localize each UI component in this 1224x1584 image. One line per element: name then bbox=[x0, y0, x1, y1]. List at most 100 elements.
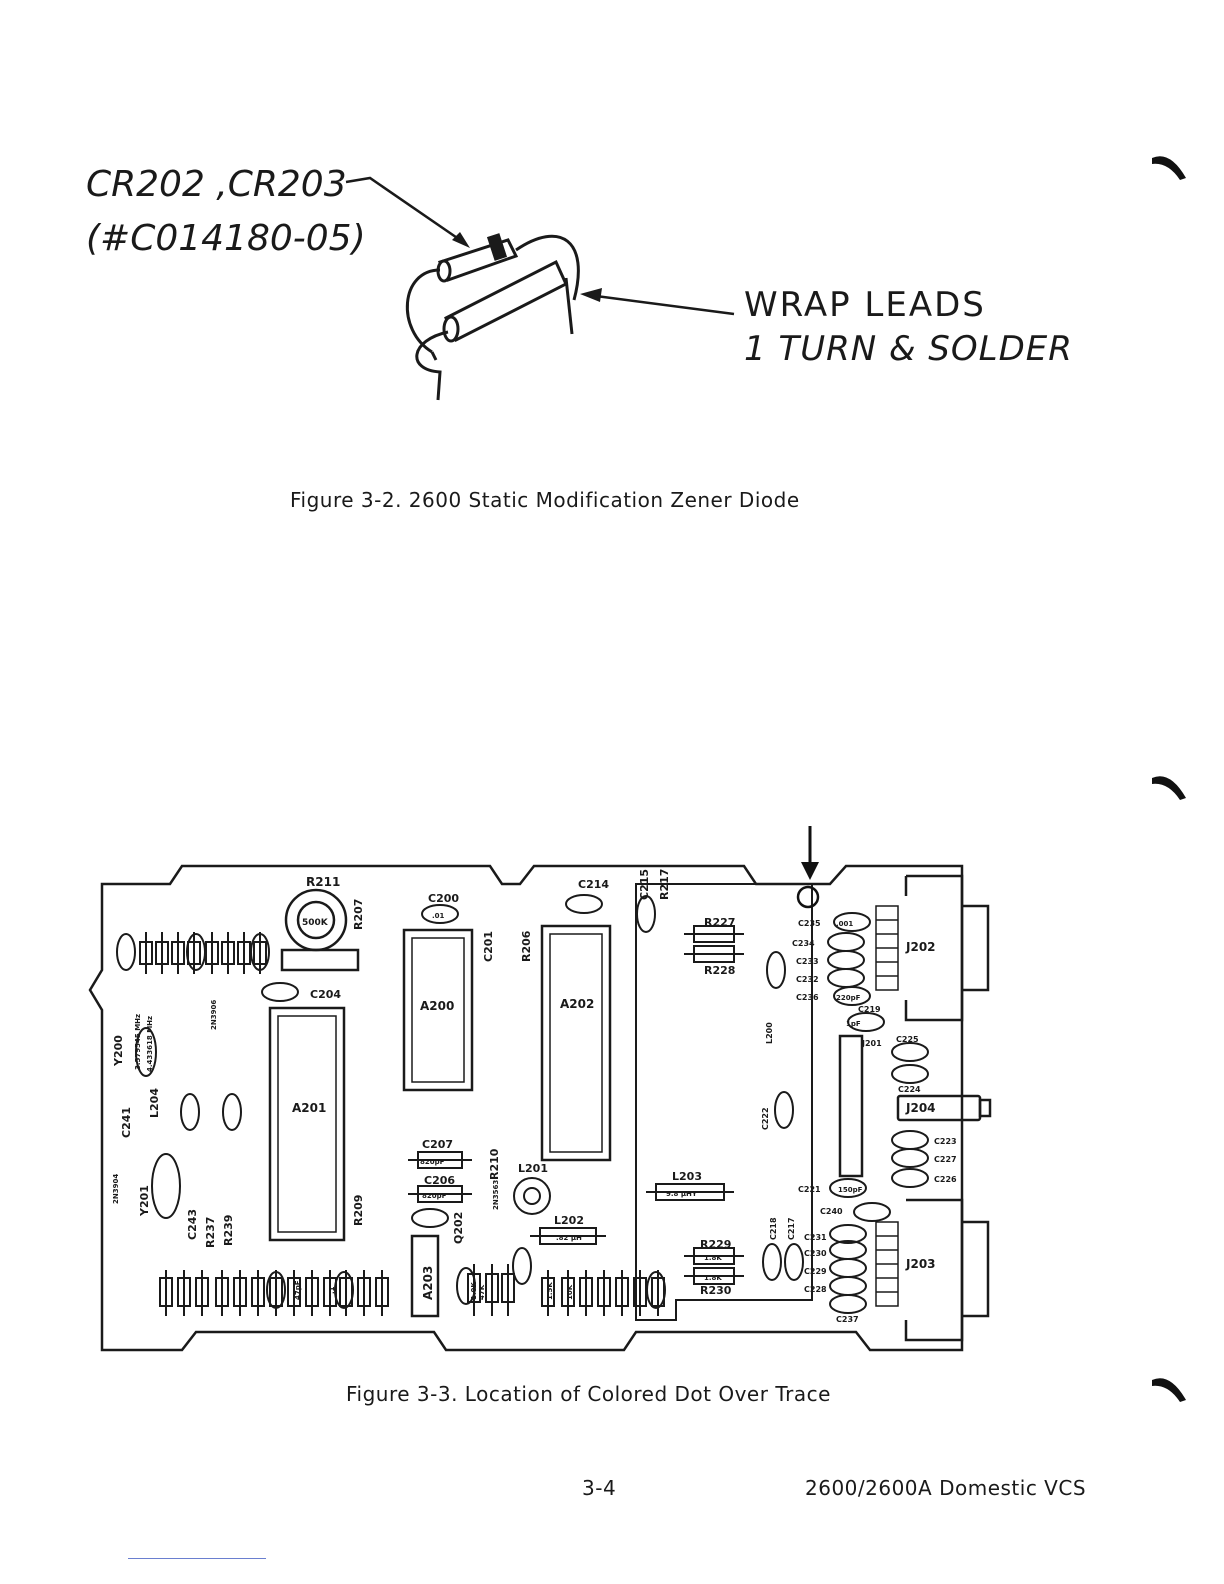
capacitor-oval bbox=[565, 894, 603, 914]
leader-arrow-diode bbox=[345, 176, 467, 246]
component-value: 820pF bbox=[420, 1158, 445, 1166]
component-label: L200 bbox=[765, 1022, 774, 1044]
margin-mark bbox=[1152, 776, 1186, 800]
component-label: R206 bbox=[520, 930, 533, 962]
component-body bbox=[215, 1277, 229, 1307]
capacitor-oval bbox=[847, 1012, 885, 1032]
capacitor-oval bbox=[456, 1267, 476, 1305]
component-label: R209 bbox=[352, 1195, 365, 1226]
capacitor-oval bbox=[827, 932, 865, 952]
component-value: 220pF bbox=[836, 994, 861, 1002]
figure-3-2-caption: Figure 3-2. 2600 Static Modification Zen… bbox=[290, 488, 800, 512]
component-label: C224 bbox=[898, 1085, 921, 1094]
component-body bbox=[375, 1277, 389, 1307]
capacitor-oval bbox=[646, 1271, 666, 1309]
connector-label-j204: J204 bbox=[905, 1101, 936, 1115]
chip-label-a200: A200 bbox=[420, 999, 454, 1013]
strip-j201 bbox=[838, 1034, 864, 1178]
capacitor-oval bbox=[636, 895, 656, 933]
capacitor-oval bbox=[421, 904, 459, 924]
component-label: R217 bbox=[658, 869, 671, 900]
component-body bbox=[693, 1247, 735, 1265]
component-label: C241 bbox=[120, 1107, 133, 1138]
chip-a202 bbox=[540, 924, 612, 1162]
figure-3-3-caption: Figure 3-3. Location of Colored Dot Over… bbox=[346, 1382, 831, 1406]
chip-label-a201: A201 bbox=[292, 1101, 326, 1115]
component-label: C215 bbox=[638, 869, 651, 900]
component-label: L204 bbox=[148, 1088, 161, 1118]
capacitor-oval bbox=[829, 1178, 867, 1198]
component-label: C223 bbox=[934, 1137, 957, 1146]
inductor-l201 bbox=[513, 1177, 551, 1215]
margin-mark bbox=[1152, 156, 1186, 180]
inductor-l201-core bbox=[523, 1187, 541, 1205]
component-value: 47pF bbox=[294, 1280, 302, 1300]
component-label: C206 bbox=[424, 1174, 455, 1187]
pot-r211 bbox=[280, 888, 360, 972]
colored-dot bbox=[796, 885, 820, 909]
connector-housing bbox=[904, 1198, 990, 1342]
capacitor-oval bbox=[116, 933, 136, 971]
component-label: C201 bbox=[482, 931, 495, 962]
component-label: R239 bbox=[222, 1215, 235, 1246]
component-value: 1.8K bbox=[704, 1274, 722, 1282]
zener-diode-illustration: CR202 ,CR203 (#C014180-05) WRAP LEADS 1 … bbox=[86, 164, 1072, 401]
colored-dot-arrow bbox=[796, 826, 820, 909]
leader-arrow-wrap bbox=[595, 294, 735, 316]
pcb-layout-diagram: R211 500K A200 A201 A202 A203 J202 J203 … bbox=[88, 826, 992, 1352]
component-label: C235 bbox=[798, 919, 821, 928]
component-body bbox=[633, 1277, 647, 1307]
component-value: 820pF bbox=[422, 1192, 447, 1200]
component-value: 1.8K bbox=[704, 1254, 722, 1262]
component-label: C214 bbox=[578, 878, 609, 891]
component-value: 150pF bbox=[838, 1186, 863, 1194]
connector-label-j202: J202 bbox=[905, 940, 936, 954]
capacitor-oval bbox=[833, 986, 871, 1006]
inner-cutout bbox=[635, 883, 813, 1321]
part-label: CR202 ,CR203 bbox=[86, 164, 347, 205]
capacitor-oval bbox=[829, 1294, 867, 1314]
wrap-label-line1: WRAP LEADS bbox=[744, 285, 986, 325]
zener-diode-pair bbox=[406, 233, 580, 401]
component-body bbox=[305, 1277, 319, 1307]
component-body bbox=[177, 1277, 191, 1307]
component-label: C236 bbox=[796, 993, 819, 1002]
component-body bbox=[159, 1277, 173, 1307]
component-body bbox=[597, 1277, 611, 1307]
component-body bbox=[539, 1227, 597, 1245]
component-body bbox=[541, 1277, 555, 1307]
component-label: C229 bbox=[804, 1267, 827, 1276]
capacitor-oval bbox=[784, 1243, 804, 1281]
component-label: C230 bbox=[804, 1249, 827, 1258]
component-body bbox=[237, 941, 251, 965]
component-body bbox=[693, 945, 735, 963]
component-label: C217 bbox=[787, 1217, 796, 1240]
component-body bbox=[579, 1277, 593, 1307]
component-value: .1 bbox=[328, 1286, 336, 1294]
component-body bbox=[501, 1273, 515, 1303]
pot-value: 500K bbox=[302, 918, 329, 928]
component-label: C232 bbox=[796, 975, 819, 984]
component-label: R237 bbox=[204, 1217, 217, 1248]
component-label: Q202 bbox=[452, 1212, 465, 1244]
chip-a203 bbox=[410, 1234, 440, 1318]
component-value: .82 µH bbox=[556, 1234, 582, 1242]
component-body bbox=[251, 1277, 265, 1307]
component-label: J201 bbox=[861, 1039, 882, 1048]
component-label: C207 bbox=[422, 1138, 453, 1151]
component-value: .01 bbox=[432, 912, 445, 920]
component-label: C225 bbox=[896, 1035, 919, 1044]
chip-label-a203: A203 bbox=[421, 1266, 435, 1300]
component-body bbox=[485, 1273, 499, 1303]
component-value: 1.0K bbox=[470, 1282, 478, 1300]
capacitor-oval bbox=[891, 1148, 929, 1168]
connector-label-j203: J203 bbox=[905, 1257, 936, 1271]
component-value: .001 bbox=[836, 920, 853, 928]
connector-housing bbox=[904, 874, 990, 1022]
capacitor-oval bbox=[891, 1064, 929, 1084]
component-label: C240 bbox=[820, 1207, 843, 1216]
capacitor-oval bbox=[250, 933, 270, 971]
footer-rule bbox=[128, 1558, 266, 1559]
capacitor-oval bbox=[891, 1042, 929, 1062]
capacitor-oval bbox=[774, 1091, 794, 1129]
